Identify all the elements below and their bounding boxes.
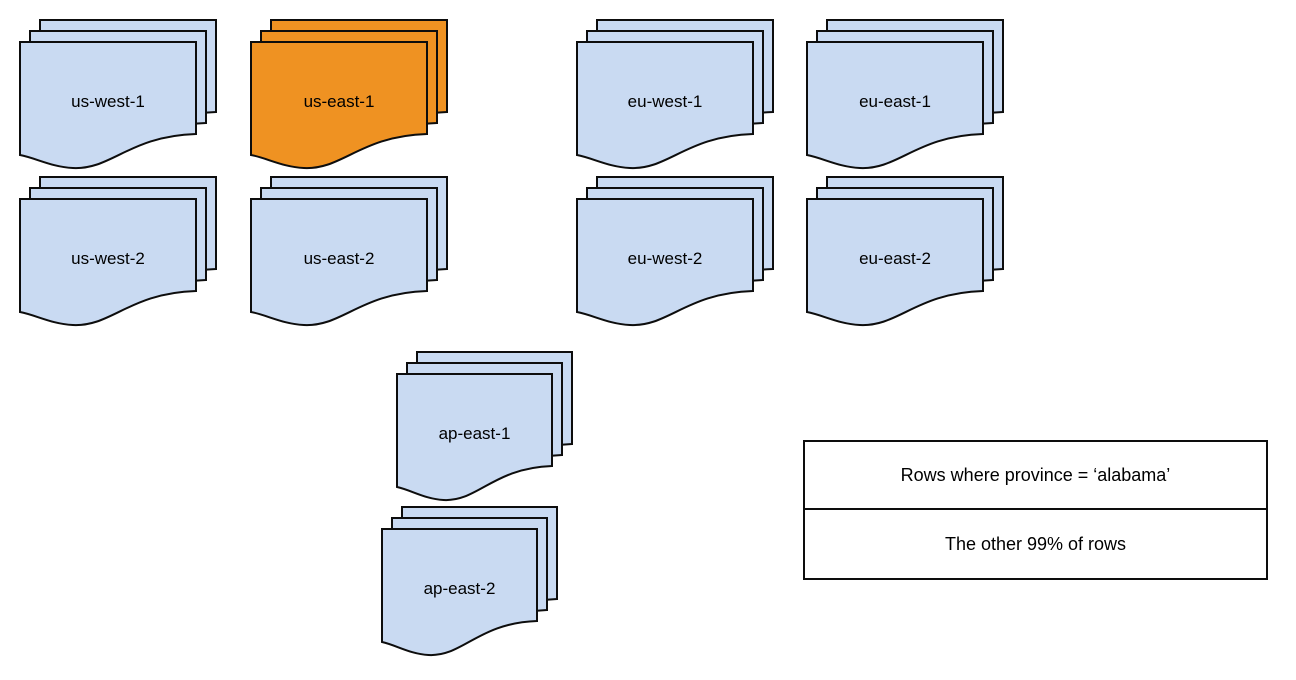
document-stack-us-west-2[interactable]: us-west-2 xyxy=(18,175,218,333)
legend-row-orange: The other 99% of rows xyxy=(805,510,1266,578)
legend-label-blue: Rows where province = ‘alabama’ xyxy=(900,464,1171,485)
document-stack-shape-us-west-1 xyxy=(19,19,217,170)
document-stack-eu-west-2[interactable]: eu-west-2 xyxy=(575,175,775,333)
document-stack-shape-eu-west-1 xyxy=(576,19,774,170)
document-sheet xyxy=(806,198,984,327)
document-sheet xyxy=(396,373,553,502)
document-sheet xyxy=(806,41,984,170)
document-stack-shape-us-east-2 xyxy=(250,176,448,327)
document-stack-us-west-1[interactable]: us-west-1 xyxy=(18,18,218,176)
legend-label-orange: The other 99% of rows xyxy=(944,533,1127,554)
document-sheet xyxy=(381,528,538,657)
document-sheet xyxy=(250,198,428,327)
document-sheet xyxy=(19,41,197,170)
document-sheet xyxy=(250,41,428,170)
document-stack-shape-eu-west-2 xyxy=(576,176,774,327)
document-sheet xyxy=(576,198,754,327)
document-stack-shape-eu-east-1 xyxy=(806,19,1004,170)
legend-row-blue: Rows where province = ‘alabama’ xyxy=(805,442,1266,510)
document-stack-shape-us-east-1 xyxy=(250,19,448,170)
document-stack-shape-ap-east-2 xyxy=(381,506,558,657)
document-stack-eu-east-2[interactable]: eu-east-2 xyxy=(805,175,1005,333)
document-stack-shape-eu-east-2 xyxy=(806,176,1004,327)
document-sheet xyxy=(19,198,197,327)
document-stack-us-east-1[interactable]: us-east-1 xyxy=(249,18,449,176)
document-stack-shape-ap-east-1 xyxy=(396,351,573,502)
document-stack-eu-east-1[interactable]: eu-east-1 xyxy=(805,18,1005,176)
document-stack-eu-west-1[interactable]: eu-west-1 xyxy=(575,18,775,176)
document-stack-us-east-2[interactable]: us-east-2 xyxy=(249,175,449,333)
document-stack-ap-east-1[interactable]: ap-east-1 xyxy=(395,350,574,508)
document-sheet xyxy=(576,41,754,170)
document-stack-shape-us-west-2 xyxy=(19,176,217,327)
legend-box: Rows where province = ‘alabama’ The othe… xyxy=(803,440,1268,580)
document-stack-ap-east-2[interactable]: ap-east-2 xyxy=(380,505,559,663)
